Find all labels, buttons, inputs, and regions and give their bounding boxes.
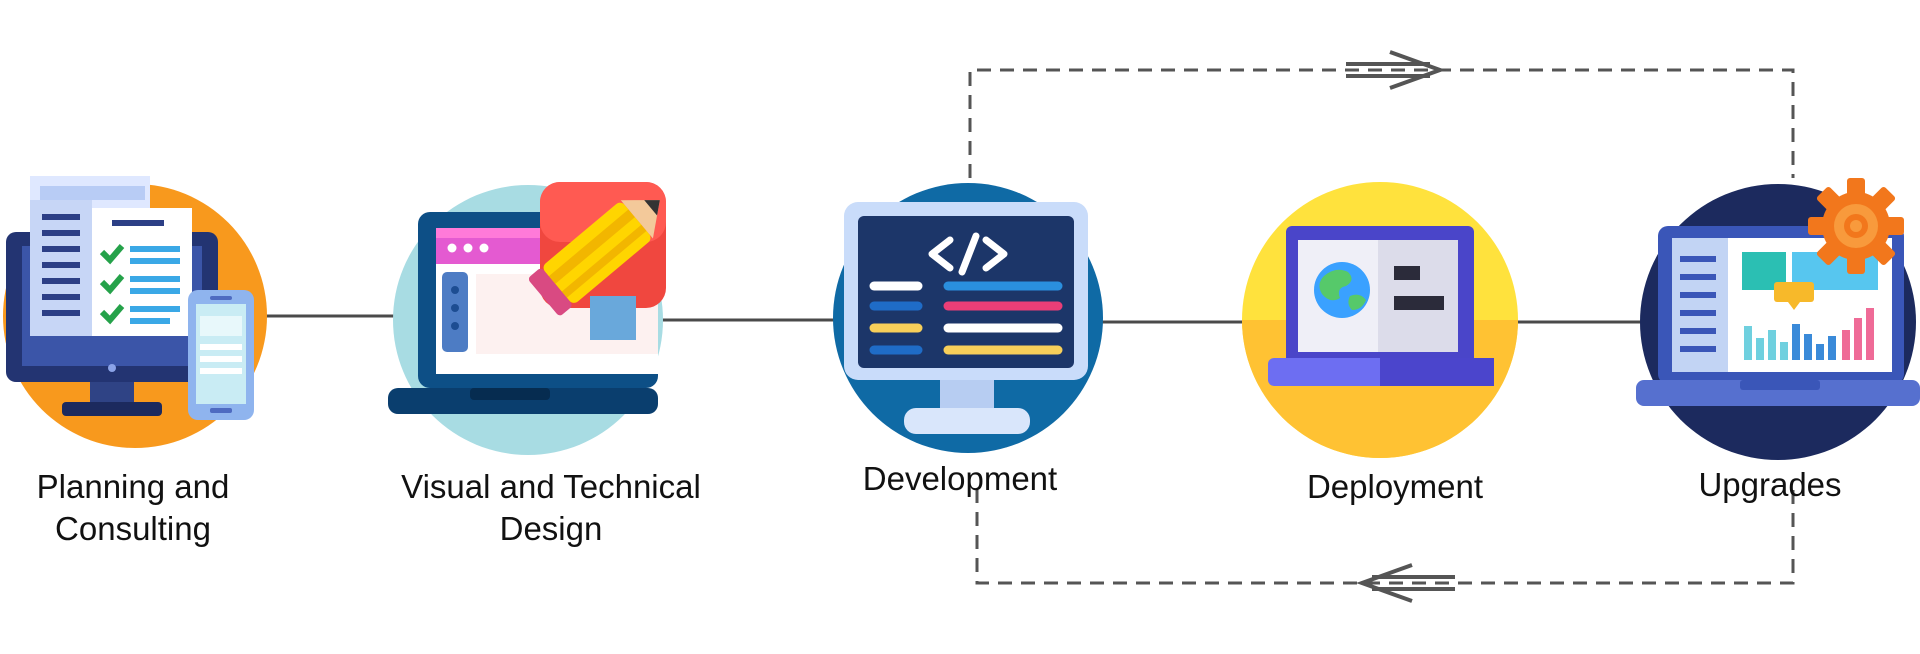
step-upgrades <box>1636 178 1920 460</box>
monitor-checklist-phone-icon <box>6 176 254 420</box>
step-design <box>388 182 666 455</box>
laptop-gear-chart-icon <box>1636 178 1920 406</box>
loop-top <box>968 68 1795 178</box>
step-planning-label: Planning and Consulting <box>0 466 266 550</box>
gear-icon <box>1808 178 1904 274</box>
step-deployment-label-line-1: Deployment <box>1306 468 1484 505</box>
laptop-pencil-icon <box>388 182 666 414</box>
laptop-globe-icon <box>1268 226 1494 386</box>
step-upgrades-label-line-1: Upgrades <box>1698 466 1842 503</box>
step-deployment <box>1242 182 1518 458</box>
step-design-label-line-1: Visual and Technical <box>401 468 701 505</box>
step-development <box>833 183 1103 453</box>
loop-bottom <box>975 490 1795 585</box>
arrow-right-icon <box>1346 50 1446 90</box>
monitor-code-icon <box>844 202 1088 434</box>
step-planning <box>3 176 267 448</box>
arrow-left-icon <box>1356 563 1455 603</box>
step-development-label-line-1: Development <box>862 460 1058 497</box>
step-planning-label-line-2: Consulting <box>55 510 211 547</box>
dashed-path-top <box>968 68 1795 178</box>
step-planning-label-line-1: Planning and <box>36 468 230 505</box>
dashed-path-bottom <box>975 490 1795 585</box>
step-deployment-label: Deployment <box>1245 466 1545 508</box>
step-design-label-line-2: Design <box>499 510 603 547</box>
solid-connectors <box>262 314 1645 324</box>
step-development-label: Development <box>810 458 1110 500</box>
step-design-label: Visual and Technical Design <box>370 466 732 550</box>
step-upgrades-label: Upgrades <box>1620 464 1920 506</box>
